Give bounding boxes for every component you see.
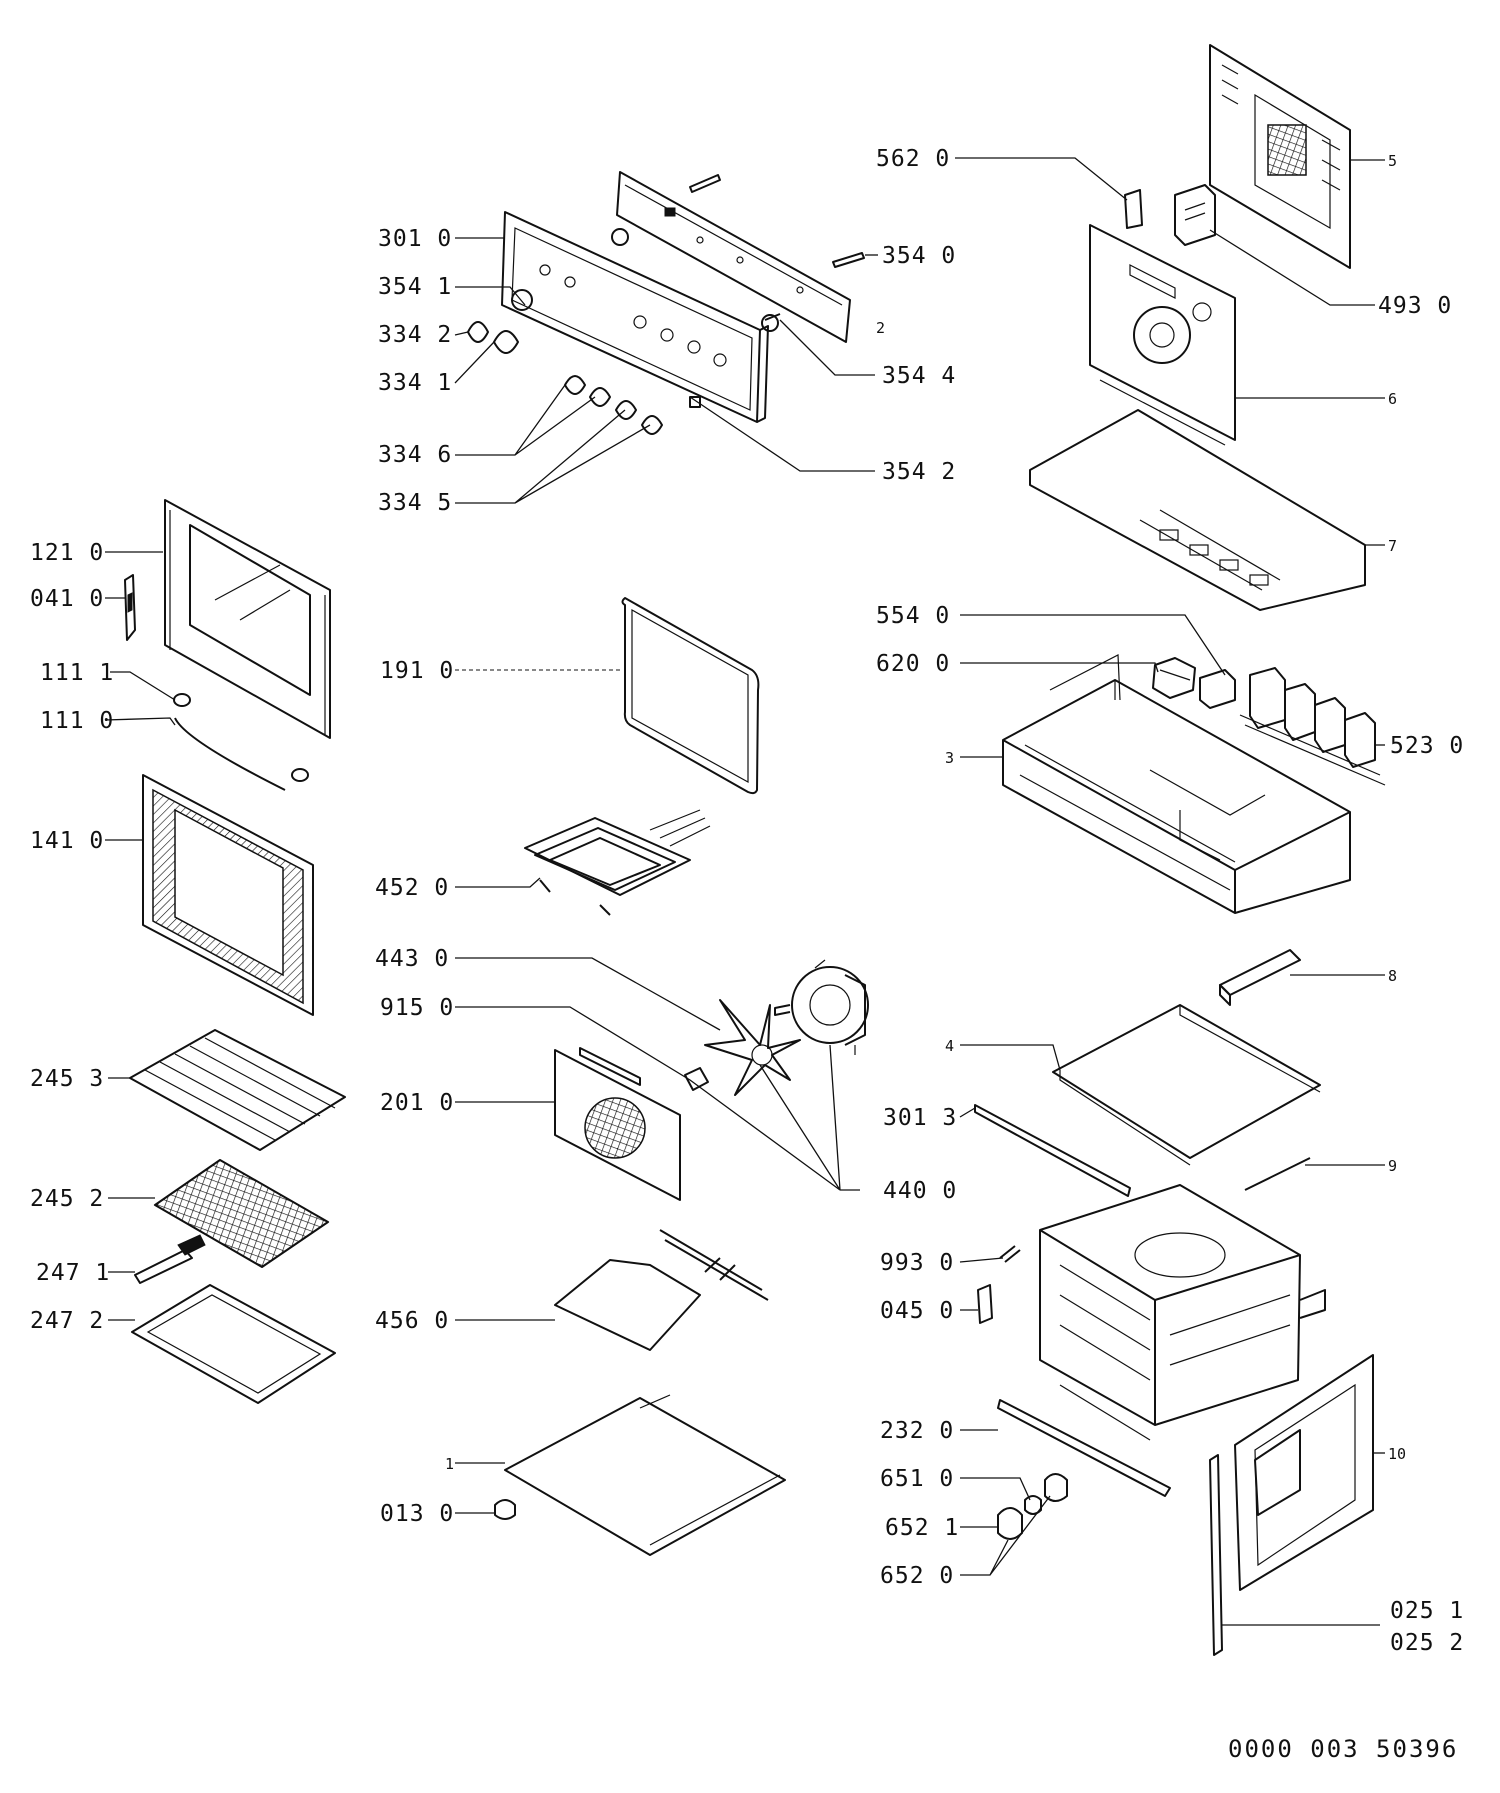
label-045-0: 045 0 <box>880 1298 954 1324</box>
ref-7: 7 <box>1388 537 1397 555</box>
label-554-0: 554 0 <box>876 603 950 629</box>
label-301-0: 301 0 <box>378 226 452 252</box>
label-354-2: 354 2 <box>882 459 956 485</box>
ref-10: 10 <box>1388 1445 1406 1463</box>
label-201-0: 201 0 <box>380 1090 454 1116</box>
label-354-1: 354 1 <box>378 274 452 300</box>
label-334-5: 334 5 <box>378 490 452 516</box>
shelf-group <box>129 1029 346 1404</box>
drawing-code: 0000 003 50396 <box>1228 1735 1458 1763</box>
label-915-0: 915 0 <box>380 995 454 1021</box>
label-443-0: 443 0 <box>375 946 449 972</box>
label-013-0: 013 0 <box>380 1501 454 1527</box>
ref-8: 8 <box>1388 967 1397 985</box>
label-493-0: 493 0 <box>1378 293 1452 319</box>
control-panel-group <box>467 171 865 435</box>
label-334-6: 334 6 <box>378 442 452 468</box>
label-523-0: 523 0 <box>1390 733 1464 759</box>
label-111-0: 111 0 <box>40 708 114 734</box>
label-191-0: 191 0 <box>380 658 454 684</box>
control-box-group <box>1002 654 1386 914</box>
label-041-0: 041 0 <box>30 586 104 612</box>
label-456-0: 456 0 <box>375 1308 449 1334</box>
ref-6: 6 <box>1388 390 1397 408</box>
label-652-1: 652 1 <box>885 1515 959 1541</box>
label-245-3: 245 3 <box>30 1066 104 1092</box>
label-652-0: 652 0 <box>880 1563 954 1589</box>
leader-lines <box>104 157 1385 1626</box>
label-354-0: 354 0 <box>882 243 956 269</box>
label-301-3: 301 3 <box>883 1105 957 1131</box>
ref-9: 9 <box>1388 1157 1397 1175</box>
label-247-1: 247 1 <box>36 1260 110 1286</box>
label-141-0: 141 0 <box>30 828 104 854</box>
ref-numbers: 1 2 3 4 5 6 7 8 9 10 <box>445 152 1406 1473</box>
label-562-0: 562 0 <box>876 146 950 172</box>
label-245-2: 245 2 <box>30 1186 104 1212</box>
label-993-0: 993 0 <box>880 1250 954 1276</box>
label-247-2: 247 2 <box>30 1308 104 1334</box>
label-334-1: 334 1 <box>378 370 452 396</box>
ref-3: 3 <box>945 749 954 767</box>
label-354-4: 354 4 <box>882 363 956 389</box>
label-025-2: 025 2 <box>1390 1630 1464 1656</box>
label-651-0: 651 0 <box>880 1466 954 1492</box>
ref-1: 1 <box>445 1455 454 1473</box>
label-025-1: 025 1 <box>1390 1598 1464 1624</box>
label-440-0: 440 0 <box>883 1178 957 1204</box>
label-620-0: 620 0 <box>876 651 950 677</box>
label-232-0: 232 0 <box>880 1418 954 1444</box>
ref-2: 2 <box>876 319 885 337</box>
rear-cover-group <box>1029 44 1366 611</box>
label-334-2: 334 2 <box>378 322 452 348</box>
label-121-0: 121 0 <box>30 540 104 566</box>
door-group <box>124 499 331 1016</box>
center-parts-group <box>494 597 869 1556</box>
part-labels: 301 0 354 1 334 2 334 1 334 6 334 5 354 … <box>30 146 1464 1656</box>
label-452-0: 452 0 <box>375 875 449 901</box>
ref-5: 5 <box>1388 152 1397 170</box>
ref-4: 4 <box>945 1037 954 1055</box>
cavity-group <box>974 949 1374 1656</box>
label-111-1: 111 1 <box>40 660 114 686</box>
